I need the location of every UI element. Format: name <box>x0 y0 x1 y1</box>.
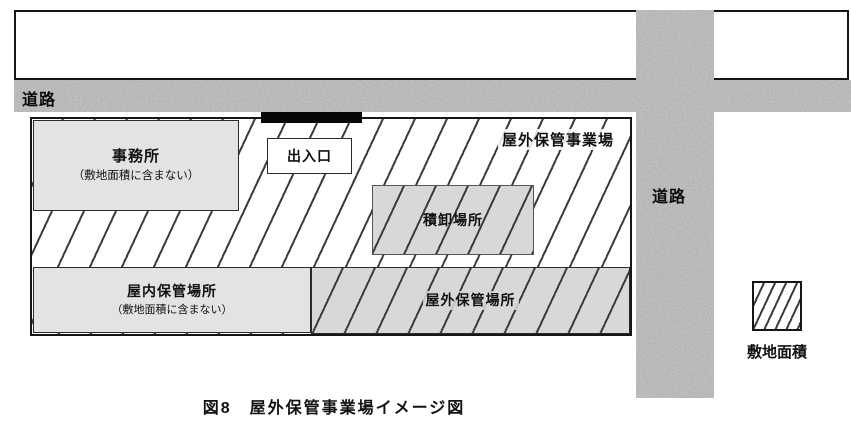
site-label: 屋外保管事業場 <box>497 129 618 150</box>
office-note: （敷地面積に含まない） <box>72 169 200 182</box>
figure-caption: 図8 屋外保管事業場イメージ図 <box>202 400 466 417</box>
indoor-storage-title: 屋内保管場所 <box>127 283 217 300</box>
road-horizontal <box>14 80 851 112</box>
road-horizontal-texture <box>14 80 851 112</box>
office-title: 事務所 <box>111 147 160 165</box>
entrance-box: 出入口 <box>267 138 352 174</box>
entrance-label: 出入口 <box>287 147 332 164</box>
site-outdoor-storage-business: 屋外保管事業場 事務所 （敷地面積に含まない） 出入口 積卸場所 屋内保管場所 … <box>30 112 632 336</box>
loading-area-box: 積卸場所 <box>372 185 534 255</box>
road-vertical <box>636 10 714 398</box>
loading-area-label: 積卸場所 <box>423 211 483 228</box>
legend-hatch-swatch <box>752 281 802 331</box>
legend-label: 敷地面積 <box>746 344 807 361</box>
entrance-gate-bar <box>261 112 362 123</box>
outdoor-storage-label: 屋外保管場所 <box>422 291 519 310</box>
office-box: 事務所 （敷地面積に含まない） <box>33 120 239 211</box>
indoor-storage-box: 屋内保管場所 （敷地面積に含まない） <box>33 267 311 333</box>
road-horizontal-label: 道路 <box>22 92 57 109</box>
indoor-storage-note: （敷地面積に含まない） <box>111 304 233 317</box>
road-vertical-label: 道路 <box>652 189 687 206</box>
outdoor-storage-area: 屋外保管場所 <box>311 267 630 334</box>
road-vertical-texture <box>636 10 714 398</box>
